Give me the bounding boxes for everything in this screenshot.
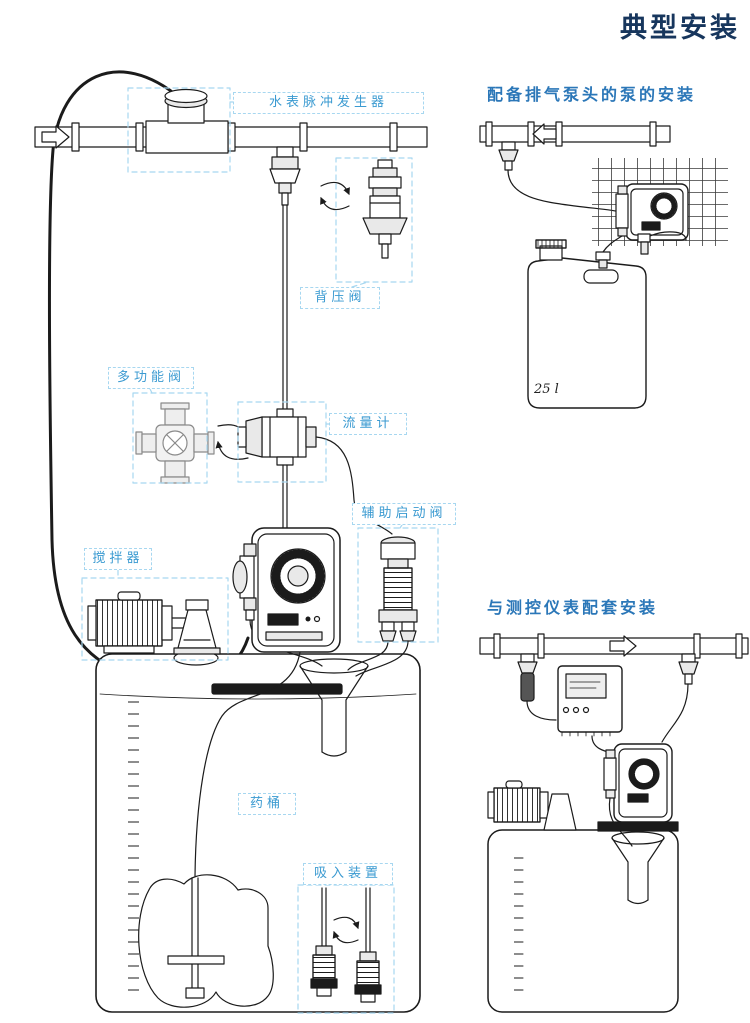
water-meter-pulse-generator — [145, 88, 229, 154]
multifunction-valve — [135, 402, 215, 484]
rotation-arrows-suction — [332, 916, 360, 944]
label-multifunction-valve: 多功能阀 — [108, 367, 194, 389]
main-installation-diagram — [34, 70, 439, 1014]
label-aux-start-valve: 辅助启动阀 — [352, 503, 456, 525]
mixer-motor-2 — [487, 780, 577, 831]
degassing-pump-diagram — [479, 121, 728, 409]
flow-direction-arrow-right — [609, 635, 637, 657]
chemical-tank-2 — [487, 829, 679, 1013]
label-tank: 药桶 — [238, 793, 296, 815]
flow-direction-arrow-left — [532, 123, 557, 145]
chemical-container-25l — [527, 233, 651, 409]
rotation-arrows-injection — [320, 181, 350, 211]
water-pipe — [34, 122, 428, 152]
heading-instrument-install: 与测控仪表配套安装 — [487, 598, 659, 617]
dosing-pump — [232, 527, 341, 653]
label-mixer: 搅拌器 — [84, 548, 152, 570]
label-suction-device: 吸入装置 — [303, 863, 393, 885]
injection-valve-2 — [498, 141, 519, 171]
probe-sensor — [517, 653, 538, 702]
auxiliary-start-valve — [378, 536, 418, 642]
container-volume-label: 25 l — [534, 382, 559, 397]
metering-pump-2 — [603, 743, 673, 823]
label-water-meter-pulse-generator: 水表脉冲发生器 — [233, 92, 424, 114]
injection-valve-3 — [678, 653, 699, 685]
degassing-pump — [615, 183, 689, 241]
flow-meter — [237, 408, 317, 466]
label-back-pressure-valve: 背压阀 — [300, 287, 380, 309]
back-pressure-valve — [362, 159, 408, 259]
controller-unit — [557, 665, 623, 737]
injection-valve — [269, 146, 301, 206]
flow-direction-arrow — [41, 125, 70, 149]
lance-cable — [194, 651, 301, 877]
suction-lance-sketch — [138, 874, 274, 1008]
suction-foot-valves — [310, 887, 382, 1003]
mounting-plate-2 — [597, 821, 679, 832]
component-callout-boxes — [81, 87, 439, 1014]
heading-degassing-install: 配备排气泵头的泵的安装 — [487, 85, 697, 104]
instrument-installation-diagram — [479, 633, 749, 1013]
page-title: 典型安装 — [620, 13, 740, 44]
mixer-motor — [87, 591, 221, 655]
label-flow-meter: 流量计 — [329, 413, 407, 435]
